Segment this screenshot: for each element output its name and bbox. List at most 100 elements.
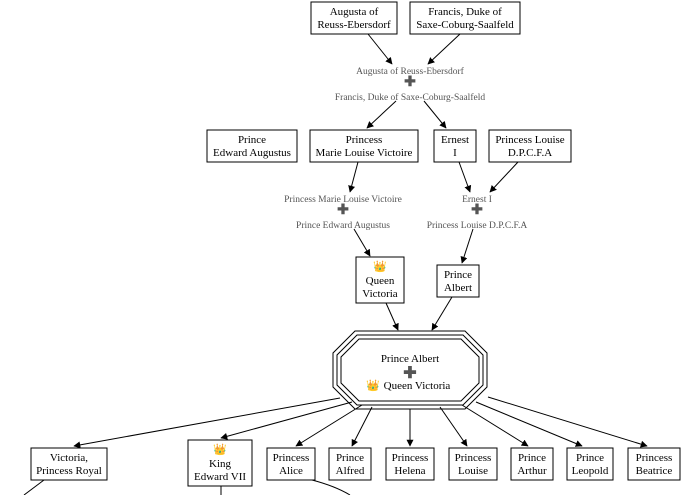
edge-union-to-arthur xyxy=(461,404,529,447)
person-box xyxy=(510,447,554,481)
person-box xyxy=(566,447,614,481)
union-partner-1: Augusta of Reuss-Ebersdorf xyxy=(356,66,464,77)
crown-icon: 👑 xyxy=(373,260,387,273)
person-box xyxy=(433,129,477,163)
person-name-line: Helena xyxy=(394,465,425,477)
union-partner-1: Ernest I xyxy=(462,195,492,205)
edge-union-to-victoria-royal xyxy=(73,397,341,449)
person-box xyxy=(310,1,398,35)
union-node-marie-edward[interactable]: Princess Marie Louise Victoire✚ Prince Ed… xyxy=(284,195,402,231)
person-name-line: Princess Louise xyxy=(495,134,564,146)
union-octagon-border xyxy=(340,338,480,402)
person-name-line: Leopold xyxy=(572,465,609,477)
edge-union-to-albert xyxy=(460,228,474,264)
union-octagon-border xyxy=(332,330,488,410)
union-plus-icon: ✚ xyxy=(403,365,416,382)
union-plus-icon: ✚ xyxy=(404,75,416,90)
person-box xyxy=(30,447,108,481)
union-node-augusta-francis[interactable]: Augusta of Reuss-Ebersdorf✚ Francis, Duke… xyxy=(335,66,485,103)
person-box xyxy=(448,447,498,481)
union-partner-1: Princess Marie Louise Victoire xyxy=(284,195,402,205)
person-box xyxy=(627,447,681,481)
person-name-line: Prince xyxy=(444,269,472,281)
person-box xyxy=(436,264,480,298)
person-name-line: Reuss-Ebersdorf xyxy=(317,19,391,31)
union-octagon-border xyxy=(336,334,484,406)
person-name-line: Beatrice xyxy=(636,465,673,477)
person-name-line: King xyxy=(209,458,232,470)
person-box xyxy=(385,447,435,481)
union-node-albert-victoria[interactable]: Prince Albert✚ 👑 Queen Victoria xyxy=(332,330,488,410)
person-name-line: Francis, Duke of xyxy=(428,6,502,18)
union-partner-2: Queen Victoria xyxy=(384,380,451,392)
edge-union-to-marie-louise xyxy=(366,100,397,129)
edge-augusta-to-union xyxy=(367,33,393,65)
edge-union-to-leopold xyxy=(475,401,583,447)
edge-union-to-alfred xyxy=(351,406,373,447)
edge-albert-to-union xyxy=(431,296,453,331)
person-name-line: Ernest xyxy=(441,134,469,146)
edge-marie-louise-to-union xyxy=(348,161,359,193)
edge-union-to-ernest xyxy=(423,100,447,129)
person-name-line: Queen xyxy=(366,275,395,287)
union-partner-1: Prince Albert xyxy=(381,353,439,365)
edge-union-to-alice xyxy=(295,404,363,447)
edge-louise-dpcfa-to-union xyxy=(489,161,519,193)
person-name-line: I xyxy=(453,147,457,159)
person-box xyxy=(309,129,419,163)
edge-union-to-beatrice xyxy=(487,396,648,448)
person-name-line: Victoria, xyxy=(50,452,88,464)
union-partner-2: Prince Edward Augustus xyxy=(296,221,390,231)
person-name-line: Princess xyxy=(346,134,383,146)
person-name-line: Arthur xyxy=(517,465,547,477)
person-name-line: Prince xyxy=(336,452,364,464)
union-node-ernest-louise[interactable]: Ernest I✚Princess Louise D.P.C.F.A xyxy=(427,195,528,231)
person-name-line: Princess xyxy=(636,452,673,464)
person-name-line: Prince xyxy=(238,134,266,146)
person-name-line: Prince xyxy=(576,452,604,464)
person-name-line: Edward VII xyxy=(194,471,246,483)
person-box xyxy=(409,1,521,35)
person-name-line: Princess Royal xyxy=(36,465,102,477)
edge-victoria-to-union xyxy=(385,302,399,331)
edge-union-to-louise xyxy=(439,406,468,447)
crown-icon: 👑 xyxy=(366,379,380,392)
person-name-line: Victoria xyxy=(362,288,397,300)
person-name-line: Albert xyxy=(444,282,472,294)
person-box xyxy=(328,447,372,481)
person-name-line: Augusta of xyxy=(330,6,379,18)
union-partner-2: Francis, Duke of Saxe-Coburg-Saalfeld xyxy=(335,92,485,103)
person-name-line: Princess xyxy=(392,452,429,464)
person-name-line: D.P.C.F.A xyxy=(508,147,552,159)
edge-alice-descendants xyxy=(311,479,351,495)
person-box xyxy=(266,447,316,481)
union-plus-icon: ✚ xyxy=(337,203,349,218)
person-name-line: Saxe-Coburg-Saalfeld xyxy=(416,19,514,31)
crown-icon: 👑 xyxy=(213,443,227,456)
person-name-line: Prince xyxy=(518,452,546,464)
person-name-line: Marie Louise Victoire xyxy=(316,147,413,159)
person-name-line: Edward Augustus xyxy=(213,147,291,159)
edge-union-to-victoria xyxy=(353,228,371,257)
edge-union-to-edward-vii xyxy=(220,401,353,440)
person-node-victoria-royal[interactable]: Victoria,Princess Royal xyxy=(30,447,108,481)
person-name-line: Alfred xyxy=(336,465,365,477)
